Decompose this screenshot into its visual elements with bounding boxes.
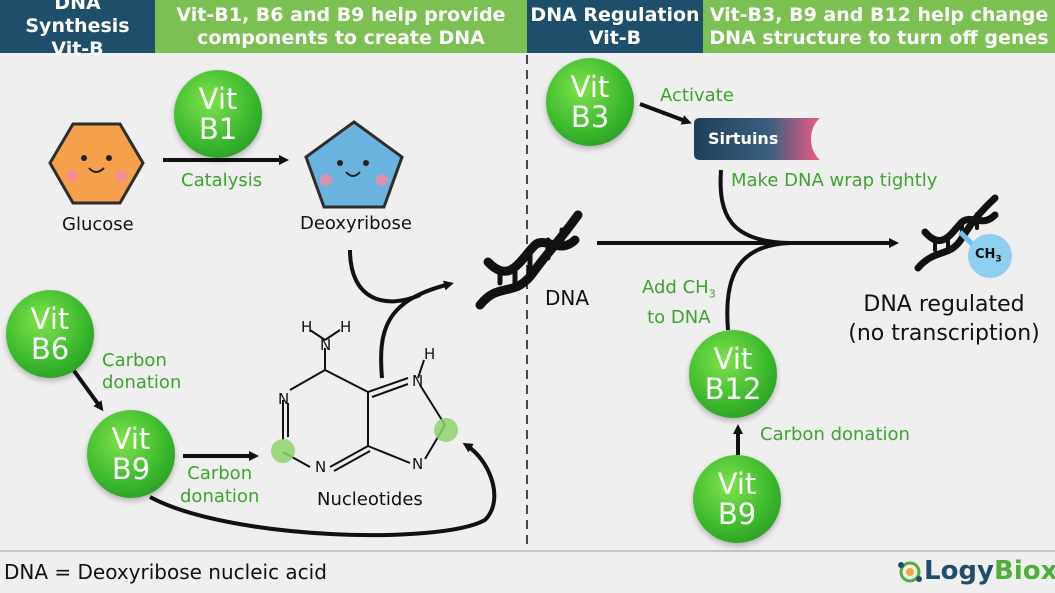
glucose-hexagon-icon [48, 122, 145, 205]
vitamin-b12-line1: Vit [713, 341, 753, 376]
curve-b9-to-nucleotide-carbon [149, 442, 497, 538]
atom-n-ring1: N [278, 390, 290, 408]
curve-sirtuins-to-dna [718, 169, 791, 245]
dna-regulated-label: DNA regulated (no transcription) [838, 290, 1050, 348]
ch3-badge-subscript: 3 [995, 254, 1002, 265]
logybiox-logo-icon [898, 561, 922, 583]
make-dna-wrap-label: Make DNA wrap tightly [731, 170, 938, 191]
carbon-donation-b6-line2: donation [102, 372, 182, 393]
atom-n-amine: N [320, 336, 332, 354]
atom-h-imidazole: H [424, 345, 436, 363]
vitamin-b12-line2: B12 [704, 372, 762, 406]
catalysis-label: Catalysis [181, 170, 263, 191]
vitamin-b3-line2: B3 [570, 100, 610, 134]
ch3-badge-text: CH [975, 247, 996, 262]
sirtuins-label: Sirtuins [708, 129, 779, 148]
header-regulation-desc-line2: DNA structure to turn off genes [709, 26, 1049, 49]
vitamin-b6-line1: Vit [30, 301, 70, 336]
header-synthesis-desc-line2: components to create DNA [197, 26, 485, 49]
carbon-highlight-right [434, 418, 458, 442]
curve-deoxyribose-to-dna [348, 249, 421, 304]
ch3-badge-label: CH3 [975, 247, 1002, 265]
carbon-donation-b9-line2: donation [180, 486, 260, 507]
dna-label: DNA [545, 286, 590, 310]
vitamin-b1-line1: Vit [198, 81, 238, 116]
vitamin-b6-line2: B6 [30, 332, 70, 366]
add-ch3-label: Add CH3 to DNA [642, 276, 716, 329]
curve-nucleotides-to-dna [379, 280, 454, 379]
logo-text-logy: Logy [924, 556, 994, 586]
vitamin-b3-line1: Vit [570, 69, 610, 104]
nucleotides-label: Nucleotides [317, 489, 423, 510]
regulated-dna-helix-icon [914, 194, 999, 272]
vitamin-b1-line2: B1 [198, 112, 238, 146]
add-ch3-subscript: 3 [708, 287, 716, 301]
carbon-highlight-left [271, 439, 295, 463]
atom-n-imidazole-bottom: N [412, 455, 424, 473]
dna-regulated-line1: DNA regulated [863, 292, 1025, 317]
atom-h-1: H [301, 318, 313, 336]
atom-n-imidazole-top: N [412, 372, 424, 390]
ch3-badge-circle [968, 234, 1012, 278]
curve-b12-to-dna [725, 241, 791, 331]
vitamin-b9-left-line2: B9 [111, 452, 151, 486]
carbon-donation-b9-label: Carbon donation [180, 462, 259, 508]
nucleotide-purine-structure [282, 329, 446, 472]
vitamin-b9-left-line1: Vit [111, 421, 151, 456]
dna-helix-icon [475, 210, 583, 310]
atom-h-2: H [340, 318, 352, 336]
header-regulation-desc-line1: Vit-B3, B9 and B12 help change [709, 3, 1049, 26]
dna-regulated-line2: (no transcription) [848, 321, 1040, 346]
header-regulation-subtitle: Vit-B [588, 26, 642, 49]
header-synthesis-title: DNA Synthesis [25, 0, 130, 38]
carbon-donation-b9-line1: Carbon [187, 463, 253, 484]
header-synthesis-desc-line1: Vit-B1, B6 and B9 help provide [176, 3, 506, 26]
carbon-donation-b6-label: Carbon donation [102, 350, 181, 394]
logo-text-biox: Biox [994, 556, 1055, 586]
atom-n-ring3: N [315, 458, 327, 476]
arrow-b3-to-sirtuins [639, 102, 692, 125]
header-synthesis-subtitle: Vit-B [51, 37, 104, 60]
add-ch3-text: Add CH [642, 277, 709, 298]
deoxyribose-pentagon-icon [304, 120, 404, 209]
deoxyribose-label: Deoxyribose [300, 213, 412, 234]
activate-label: Activate [660, 85, 734, 106]
sirtuins-shape [694, 118, 820, 160]
add-ch3-line2: to DNA [647, 306, 711, 328]
carbon-donation-right-label: Carbon donation [760, 424, 910, 445]
glucose-label: Glucose [62, 214, 134, 235]
arrow-b6-to-b9 [70, 366, 104, 412]
footer-definition: DNA = Deoxyribose nucleic acid [4, 560, 327, 584]
vitamin-b9-right-line1: Vit [717, 466, 757, 501]
carbon-donation-b6-line1: Carbon [102, 350, 167, 371]
vitamin-b9-right-line2: B9 [717, 497, 757, 531]
header-regulation-title: DNA Regulation [530, 3, 700, 26]
